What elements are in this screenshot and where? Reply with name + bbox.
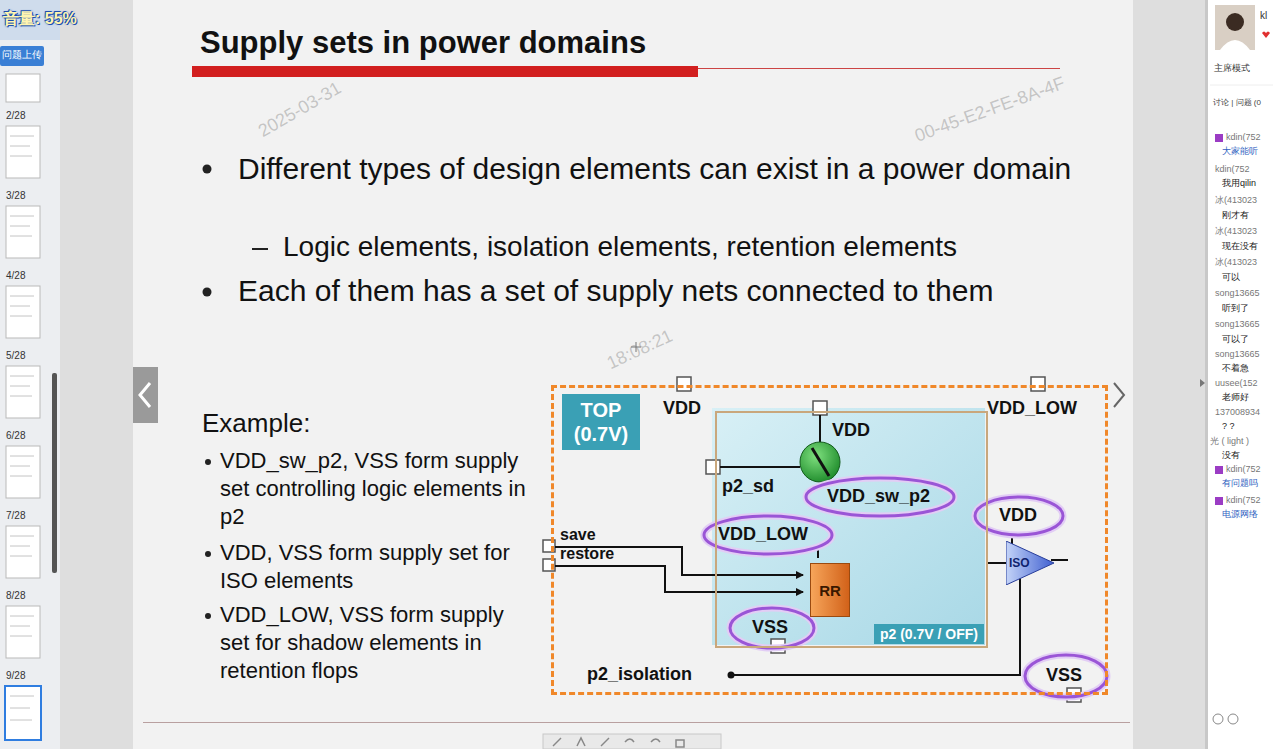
example-item: VDD, VSS form supply set for ISO element… — [220, 539, 530, 595]
chat-message: 没有 — [1222, 450, 1240, 461]
chat-sender: kdin(752 — [1226, 132, 1261, 143]
bullet-text: Each of them has a set of supply nets co… — [238, 273, 993, 309]
supply-net-label: VDD_LOW — [987, 398, 1077, 420]
slide-number: 2/28 — [6, 110, 25, 122]
tab-label: 讨论 | 问题 (0 — [1213, 98, 1261, 108]
upload-button: 问题上传 — [2, 49, 42, 61]
chat-message: ? ? — [1222, 421, 1235, 432]
chat-sender: uusee(152 — [1215, 378, 1258, 389]
node-label: p2 (0.7V / OFF) — [874, 624, 984, 644]
supply-net-label: VDD — [663, 398, 701, 420]
isolation-cell: ISO — [1006, 541, 1054, 585]
node-label: ISO — [1006, 556, 1030, 570]
chat-sender: 冰(413023 — [1215, 195, 1257, 206]
chat-message: 大家能听 — [1222, 146, 1258, 157]
chat-message: 可以了 — [1222, 334, 1249, 345]
signal-label: restore — [560, 544, 614, 563]
slide-number: 5/28 — [6, 350, 25, 362]
power-domain-top: TOP (0.7V) p2 (0.7V / OFF) RR ISO — [551, 385, 1108, 695]
chat-message: 可以 — [1222, 272, 1240, 283]
chat-sender: kdin(752 — [1226, 495, 1261, 506]
chat-sender: 光 ( light ) — [1210, 436, 1249, 447]
supply-net-label: VSS — [1046, 665, 1082, 687]
volume-indicator: 音量: 55% — [3, 9, 77, 28]
slide-number: 4/28 — [6, 270, 25, 282]
chat-sender: kdin(752 — [1226, 464, 1261, 475]
chat-message: 老师好 — [1222, 392, 1249, 403]
slide-number: 3/28 — [6, 190, 25, 202]
slide-number: 6/28 — [6, 430, 25, 442]
signal-label: p2_isolation — [587, 664, 692, 686]
supply-net-label: VDD_sw_p2 — [827, 486, 930, 508]
chat-sender: 冰(413023 — [1215, 257, 1257, 268]
example-heading: Example: — [202, 408, 310, 439]
slide-title: Supply sets in power domains — [200, 24, 646, 61]
supply-net-label: VDD_LOW — [718, 524, 808, 546]
user-name: kl — [1260, 10, 1267, 22]
chat-message: 听到了 — [1222, 303, 1249, 314]
supply-net-label: VDD — [832, 420, 870, 442]
chat-message: 不着急 — [1222, 363, 1249, 374]
mode-label: 主席模式 — [1214, 63, 1250, 74]
supply-net-label: VDD — [999, 505, 1037, 527]
slide-number: 9/28 — [6, 670, 25, 682]
sub-bullet-text: Logic elements, isolation elements, rete… — [283, 230, 957, 264]
supply-net-label: VSS — [752, 617, 788, 639]
bullet-text: Different types of design elements can e… — [238, 150, 1078, 188]
chat-sender: song13665 — [1215, 349, 1260, 360]
slide-number: 8/28 — [6, 590, 25, 602]
chat-message: 有问题吗 — [1222, 478, 1258, 489]
node-label: RR — [819, 582, 841, 599]
chat-message: 刚才有 — [1222, 210, 1249, 221]
chat-sender: song13665 — [1215, 319, 1260, 330]
signal-label: save — [560, 525, 596, 544]
node-label: TOP (0.7V) — [562, 394, 640, 450]
chat-sender: 冰(413023 — [1215, 226, 1257, 237]
slide-number: 7/28 — [6, 510, 25, 522]
example-item: VDD_sw_p2, VSS form supply set controlli… — [220, 447, 530, 531]
signal-label: p2_sd — [722, 476, 774, 498]
chat-message: 我用qilin — [1222, 178, 1256, 189]
isolation-triangle-shape — [1006, 541, 1054, 585]
chat-sender: song13665 — [1215, 288, 1260, 299]
chat-sender: 137008934 — [1215, 407, 1260, 418]
retention-register: RR — [810, 563, 850, 617]
chat-message: 现在没有 — [1222, 241, 1258, 252]
chat-sender: kdin(752 — [1215, 164, 1250, 175]
connector-wire — [988, 562, 1006, 564]
chat-message: 电源网络 — [1222, 509, 1258, 520]
example-item: VDD_LOW, VSS form supply set for shadow … — [220, 601, 530, 685]
